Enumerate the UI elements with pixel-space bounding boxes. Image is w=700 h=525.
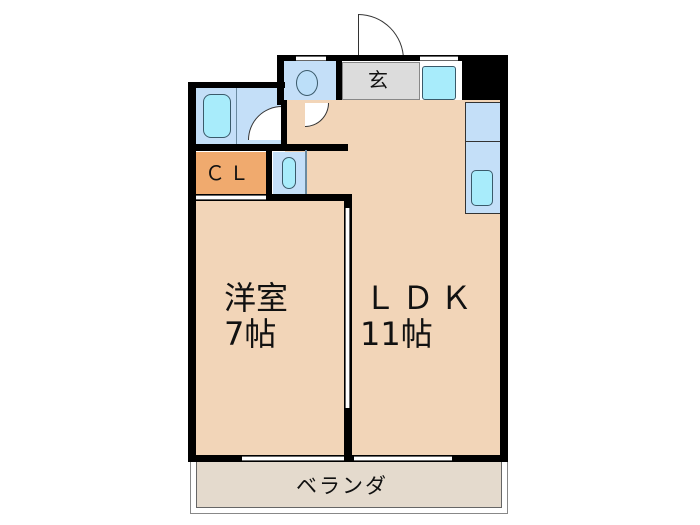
wall-room-top [188,194,352,201]
western-room-floor [195,200,345,455]
ldk-name: ＬＤＫ [364,279,479,317]
wall-right [500,55,508,462]
entrance-label: 玄 [368,68,388,92]
veranda-label: ベランダ [296,474,388,498]
wall-bath-right [281,100,287,145]
wall-top-bath [188,82,285,88]
window-toilet [296,56,326,61]
bath-divider [236,87,237,145]
kitchen-column [462,58,506,100]
sink-icon [471,170,493,206]
western-room-name: 洋室 [224,279,289,317]
closet [195,152,267,194]
wall-top-toilet [278,55,506,61]
counter-divider [465,141,501,142]
refrigerator-icon [422,66,456,100]
wall-toilet-right [336,55,342,100]
closet-sliding-door [196,195,266,200]
western-room-window [242,456,344,461]
bathtub-icon [203,94,231,138]
wall-closet-right [266,144,272,200]
toilet-icon [296,70,318,96]
wall-toilet-left [277,55,284,105]
front-door-swing-icon [358,14,404,60]
washbasin-icon [282,157,296,189]
wall-washroom-right [305,150,307,194]
closet-label: ＣＬ [205,161,253,185]
ldk-size: 11帖 [360,315,433,353]
wall-left [188,82,196,462]
entrance [342,62,420,100]
veranda [196,460,502,508]
window-kitchen [420,56,458,61]
room-sliding-door [345,208,350,408]
western-room-size: 7帖 [224,315,277,353]
ldk-window [354,456,452,461]
